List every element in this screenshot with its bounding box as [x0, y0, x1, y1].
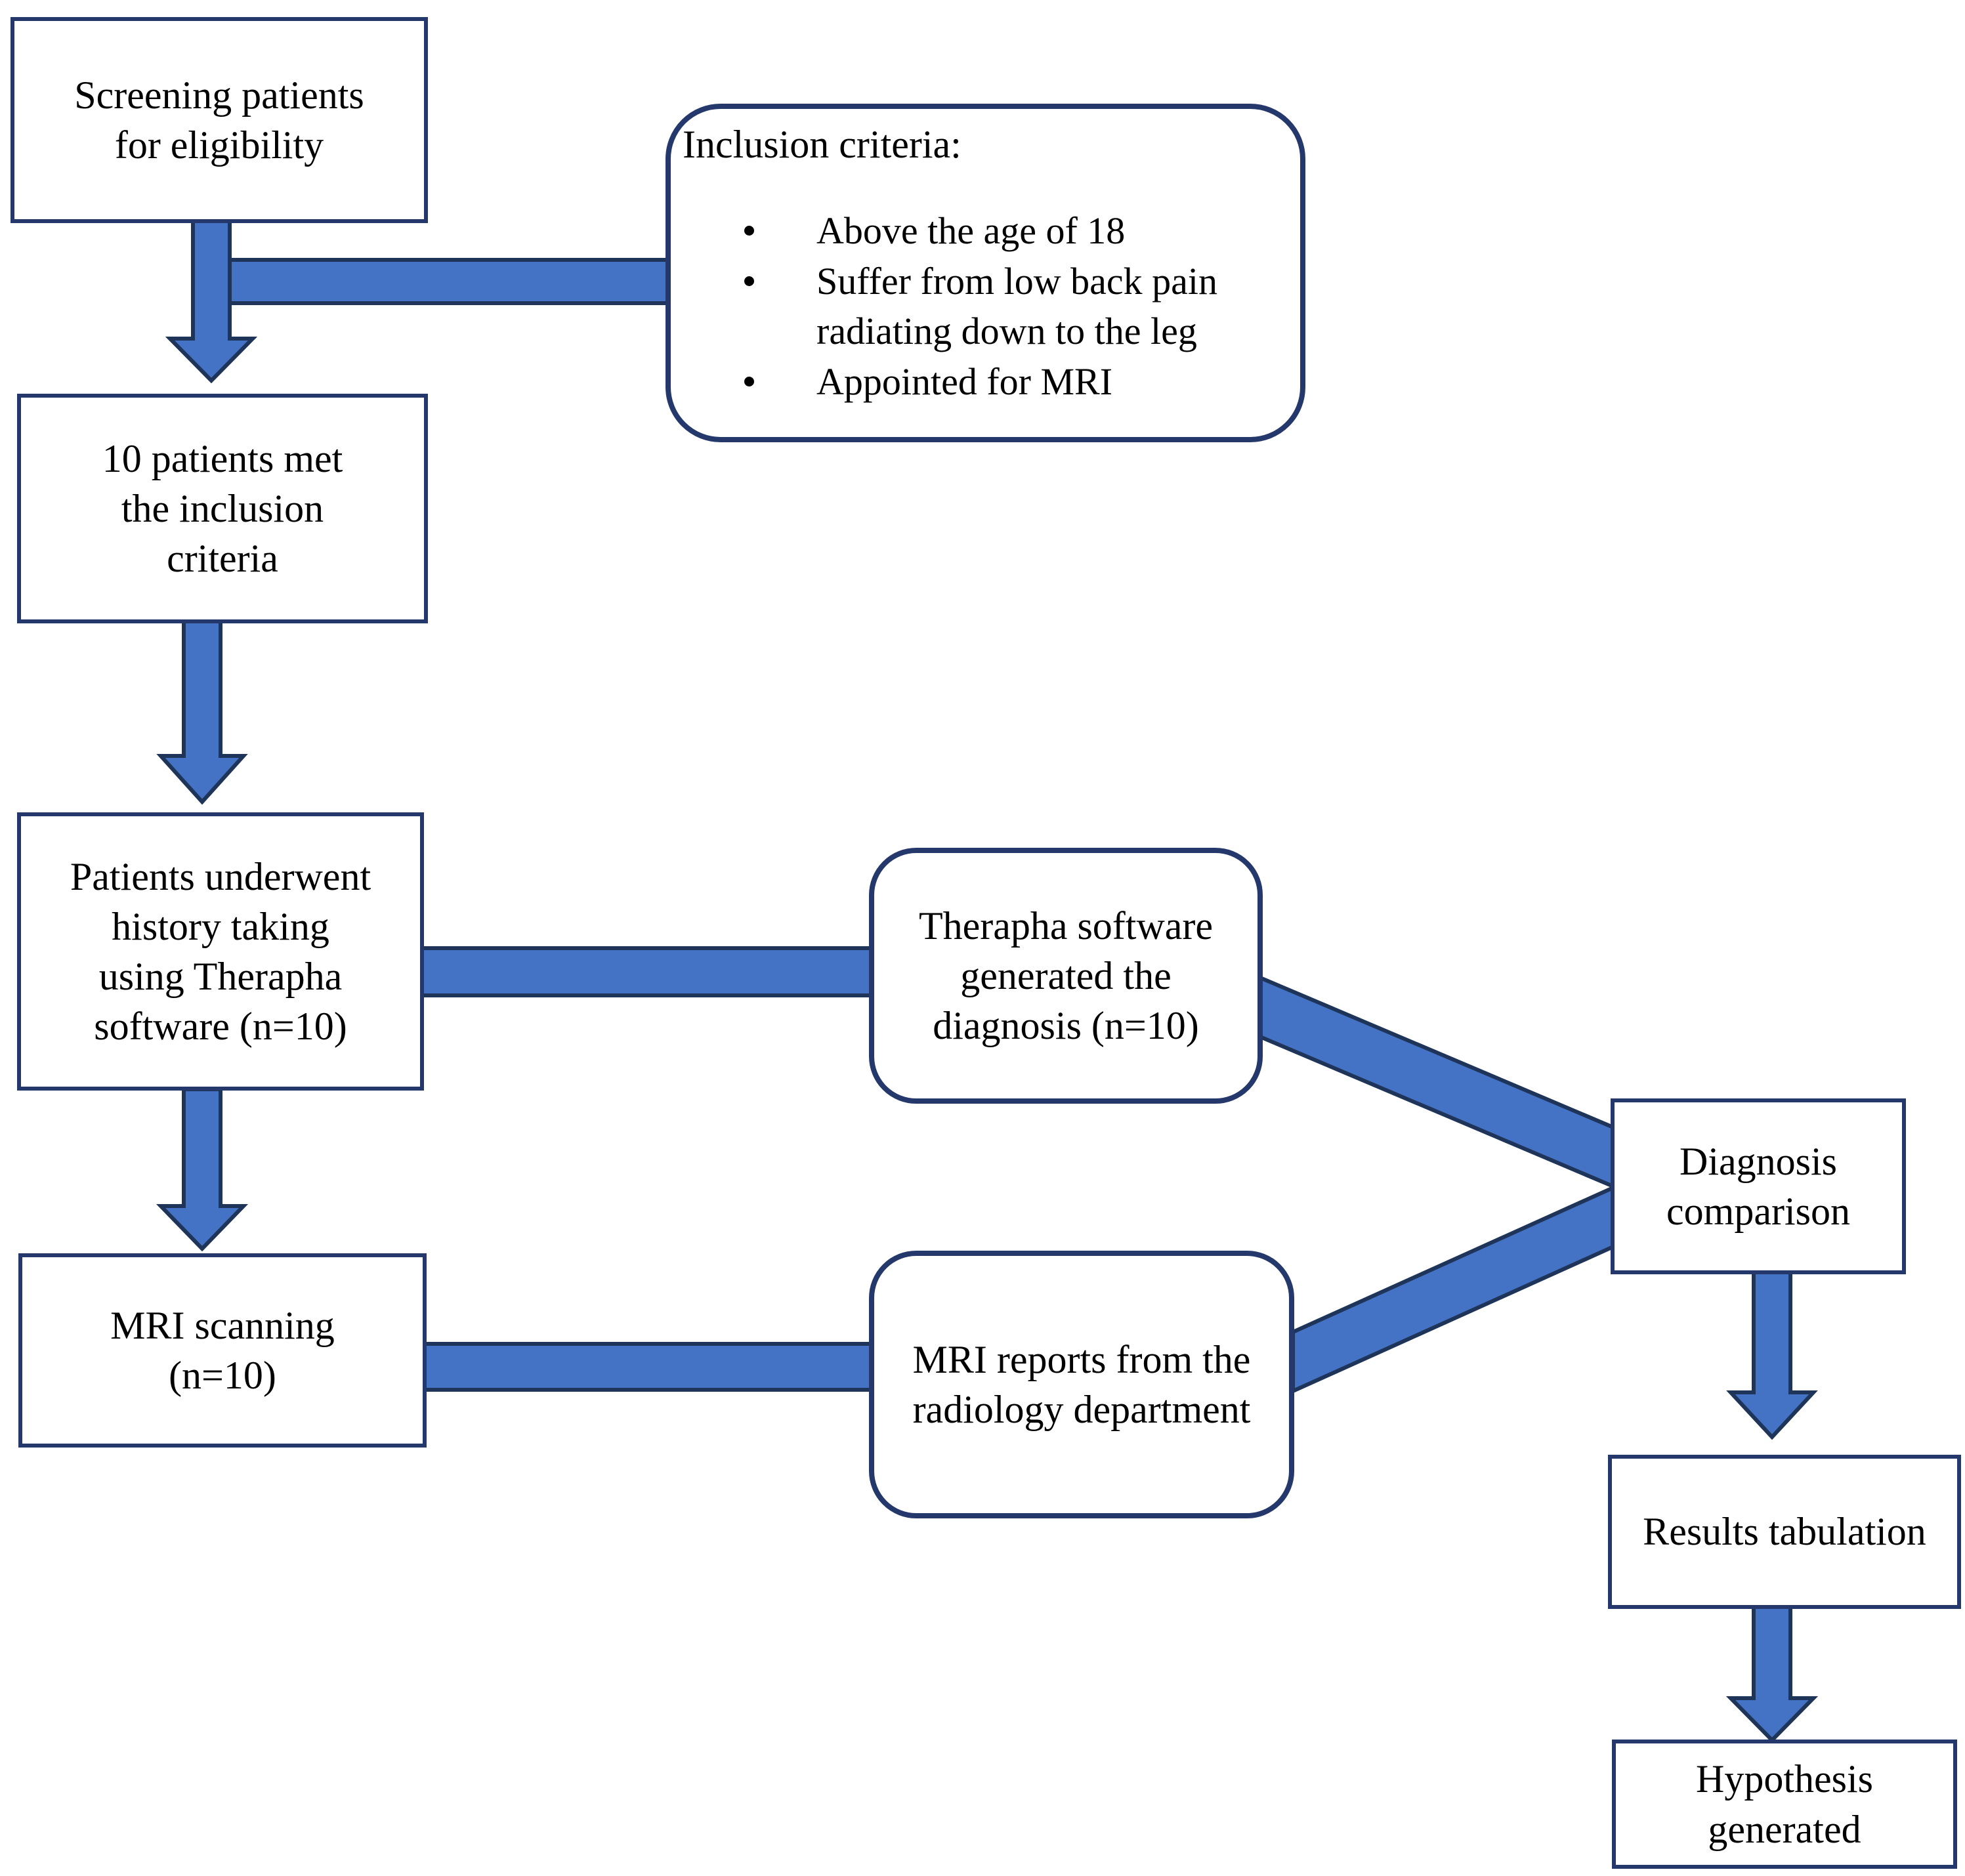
node-met-inclusion-criteria: 10 patients met the inclusion criteria — [17, 394, 428, 623]
node-screening-patients: Screening patients for eligibility — [11, 17, 428, 223]
node-therapha-label: Therapha software generated the diagnosi… — [918, 904, 1214, 1048]
arrow-history-to-mriscan — [156, 1087, 249, 1252]
node-hypothesis-label: Hypothesis generated — [1696, 1757, 1873, 1851]
inclusion-criteria-list: Above the age of 18 Suffer from low back… — [671, 206, 1300, 407]
arrow-screening-to-met — [165, 219, 258, 384]
bullet-label: Above the age of 18 — [816, 209, 1126, 253]
connector-diagonal-therapha-to-diagnosis — [1258, 974, 1615, 1190]
connector-bar-mriscan-to-mrireports — [418, 1342, 876, 1392]
node-mri-scanning: MRI scanning (n=10) — [18, 1253, 427, 1448]
list-item: Above the age of 18 — [671, 206, 1300, 257]
connector-bar-screening-to-inclusion — [228, 258, 678, 305]
node-mri-reports: MRI reports from the radiology departmen… — [869, 1251, 1294, 1518]
connector-diagonal-mrireports-to-diagnosis — [1291, 1184, 1615, 1394]
inclusion-criteria-title: Inclusion criteria: — [683, 123, 961, 166]
node-history-taking: Patients underwent history taking using … — [17, 812, 424, 1091]
node-mriscan-label: MRI scanning (n=10) — [110, 1303, 335, 1397]
bullet-label: Appointed for MRI — [816, 360, 1113, 403]
bullet-icon — [744, 376, 754, 386]
arrow-diagnosis-to-results — [1726, 1270, 1818, 1440]
node-mrireports-label: MRI reports from the radiology departmen… — [912, 1337, 1251, 1431]
list-item: Suffer from low back pain radiating down… — [671, 257, 1300, 357]
arrow-results-to-hypothesis — [1725, 1604, 1819, 1743]
node-inclusion-criteria: Inclusion criteria: Above the age of 18 … — [666, 104, 1305, 442]
bullet-label: Suffer from low back pain radiating down… — [816, 259, 1217, 353]
connector-bar-history-to-therapha — [418, 946, 876, 997]
node-history-label: Patients underwent history taking using … — [70, 854, 371, 1049]
bullet-icon — [744, 276, 754, 286]
node-results-tabulation: Results tabulation — [1608, 1455, 1961, 1609]
arrow-met-to-history — [156, 619, 248, 805]
node-met-label: 10 patients met the inclusion criteria — [102, 436, 343, 581]
node-therapha-generated-diagnosis: Therapha software generated the diagnosi… — [869, 848, 1263, 1104]
node-results-label: Results tabulation — [1643, 1510, 1926, 1554]
node-diagnosis-comparison: Diagnosis comparison — [1611, 1098, 1906, 1274]
node-hypothesis-generated: Hypothesis generated — [1612, 1740, 1957, 1869]
node-diagnosis-label: Diagnosis comparison — [1666, 1139, 1850, 1233]
bullet-icon — [744, 226, 754, 236]
node-screening-label: Screening patients for eligibility — [74, 73, 364, 167]
list-item: Appointed for MRI — [671, 357, 1300, 407]
